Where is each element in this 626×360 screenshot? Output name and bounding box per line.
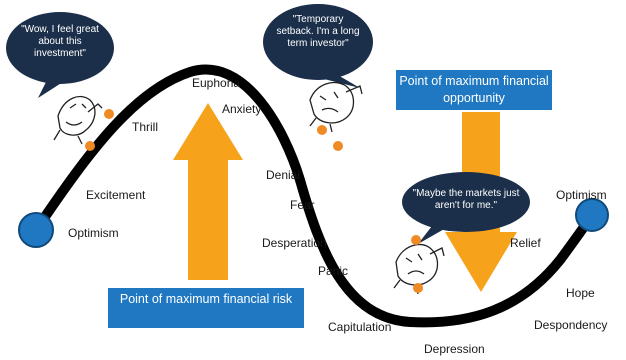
label-anxiety: Anxiety (222, 102, 262, 116)
figure-hand-dot (104, 109, 114, 119)
speech-bubble-bottom-right (402, 172, 530, 244)
label-desperation: Desperation (262, 236, 327, 250)
label-despondency: Despondency (534, 318, 608, 332)
up-arrow (173, 103, 243, 280)
end-point (575, 198, 609, 232)
box-max-opportunity: Point of maximum financial opportunity (396, 70, 552, 110)
label-relief: Relief (510, 236, 541, 250)
investor-figure-happy (53, 95, 103, 145)
box-max-risk: Point of maximum financial risk (108, 288, 304, 328)
bubble-text-top-left: "Wow, I feel great about this investment… (21, 24, 99, 59)
label-hope: Hope (566, 286, 595, 300)
speech-bubble-top-left (6, 12, 114, 98)
label-denial: Denial (266, 168, 301, 182)
figure-hand-dot (411, 235, 421, 245)
figure-hand-dot (317, 125, 327, 135)
label-fear: Fear (290, 198, 315, 212)
figure-hand-dot (85, 141, 95, 151)
bubble-text-top-middle: "Temporary setback. I'm a long term inve… (276, 14, 360, 49)
label-panic: Panic (318, 264, 349, 278)
bubble-text-bottom-right: "Maybe the markets just aren't for me." (412, 188, 520, 211)
figure-hand-dot (413, 283, 423, 293)
start-point (18, 212, 54, 248)
label-thrill: Thrill (132, 120, 158, 134)
label-excitement: Excitement (86, 188, 146, 202)
speech-bubble-top-middle (263, 4, 373, 88)
emotion-curve (31, 64, 600, 328)
label-optimism-left: Optimism (68, 226, 119, 240)
investor-figure-worried (309, 81, 363, 133)
label-capitulation: Capitulation (328, 320, 392, 334)
label-depression: Depression (424, 342, 485, 356)
label-optimism-right: Optimism (556, 188, 607, 202)
label-euphoria: Euphoria (192, 76, 241, 90)
figure-hand-dot (333, 141, 343, 151)
